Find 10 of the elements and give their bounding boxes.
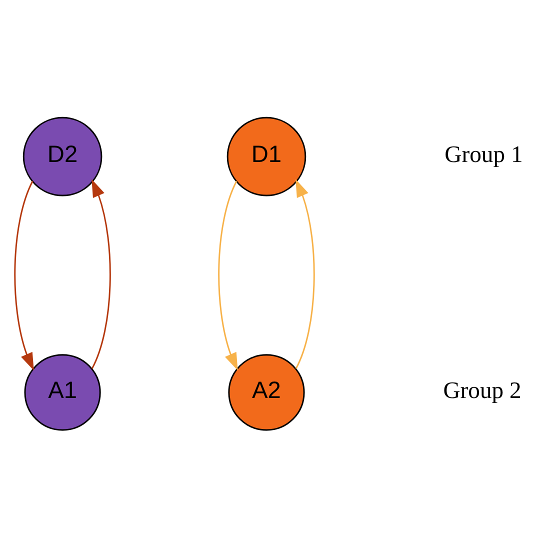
node-circle: D1 — [226, 116, 306, 196]
label: Group 2 — [443, 378, 522, 404]
node-circle: A1 — [24, 354, 101, 431]
label: Group 1 — [444, 142, 523, 168]
arrow — [14, 180, 34, 371]
node-circle: A2 — [228, 354, 305, 431]
arrow — [218, 180, 238, 371]
node-circle: D2 — [22, 116, 102, 196]
arrow — [295, 179, 315, 369]
arrow — [91, 179, 111, 369]
